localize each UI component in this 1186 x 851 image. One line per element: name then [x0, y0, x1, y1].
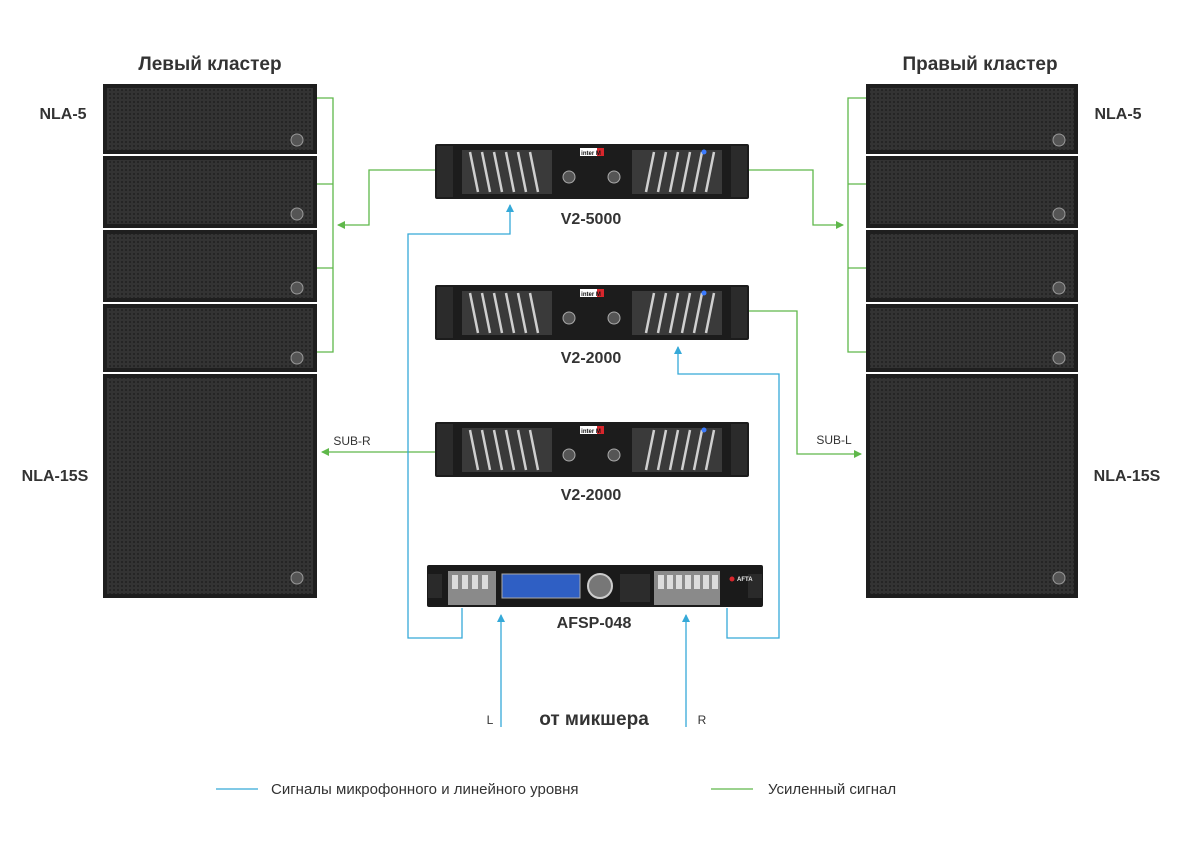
processor-brand-logo: AFTA: [737, 577, 753, 583]
right-nla5-cabinet-4: [866, 304, 1078, 372]
amp-gain-knob-icon: [562, 311, 576, 325]
legend-amplified-label: Усиленный сигнал: [768, 781, 896, 798]
amp-label-v2-2000-2: V2-2000: [561, 487, 622, 504]
amp-brand-logo: inter M: [581, 429, 601, 435]
processor-display: [501, 573, 581, 599]
left-nla5-cabinet-1: [103, 84, 317, 154]
amp-label-v2-5000: V2-5000: [561, 211, 622, 228]
amp-gain-knob-icon: [562, 448, 576, 462]
amp-power-led-icon: [701, 427, 707, 433]
right-nla5-cabinet-2: [866, 156, 1078, 228]
amp-brand-logo: inter M: [581, 151, 601, 157]
legend: Сигналы микрофонного и линейного уровня …: [216, 781, 896, 798]
amp-gain-knob-icon: [607, 448, 621, 462]
left-nla5-logo-icon: [290, 281, 304, 295]
left-nla15s-subwoofer: [103, 374, 317, 598]
right-nla5-cabinet-3: [866, 230, 1078, 302]
mixer-left-channel-label: L: [487, 713, 494, 727]
amp-gain-knob-icon: [607, 170, 621, 184]
amp-power-led-icon: [701, 149, 707, 155]
right-cluster-title: Правый кластер: [902, 54, 1057, 75]
amplifier-v2-5000: inter M: [435, 144, 749, 199]
left-nla5-cabinet-2: [103, 156, 317, 228]
sub-r-label: SUB-R: [333, 434, 371, 448]
right-speaker-stack: [866, 84, 1078, 598]
amp-gain-knob-icon: [607, 311, 621, 325]
right-nla5-logo-icon: [1052, 281, 1066, 295]
right-nla5-cabinet-1: [866, 84, 1078, 154]
line-level-wiring: [407, 204, 780, 727]
left-nla5-logo-icon: [290, 133, 304, 147]
processor-afsp-048: AFTA: [427, 565, 763, 607]
amplifier-v2-2000-1: inter M: [435, 285, 749, 340]
left-nla5-cabinet-4: [103, 304, 317, 372]
right-nla5-logo-icon: [1052, 133, 1066, 147]
left-speaker-stack: [103, 84, 317, 598]
left-nla5-label: NLA-5: [39, 106, 86, 123]
amplified-signal-wiring: [317, 97, 866, 458]
right-nla15s-subwoofer: [866, 374, 1078, 598]
left-cluster-title: Левый кластер: [138, 54, 281, 75]
left-nla5-cabinet-3: [103, 230, 317, 302]
mixer-right-channel-label: R: [698, 713, 707, 727]
processor-encoder-knob-icon: [587, 573, 613, 599]
right-nla15s-logo-icon: [1052, 571, 1066, 585]
amp-gain-knob-icon: [562, 170, 576, 184]
left-nla15s-label: NLA-15S: [22, 468, 89, 485]
left-nla15s-logo-icon: [290, 571, 304, 585]
left-nla5-logo-icon: [290, 351, 304, 365]
legend-line-level-label: Сигналы микрофонного и линейного уровня: [271, 781, 579, 798]
processor-label: AFSP-048: [557, 615, 632, 632]
right-nla5-logo-icon: [1052, 351, 1066, 365]
sub-l-label: SUB-L: [816, 433, 852, 447]
amp-label-v2-2000-1: V2-2000: [561, 350, 622, 367]
right-nla5-label: NLA-5: [1094, 106, 1141, 123]
mixer-label: от микшера: [539, 709, 649, 730]
right-nla5-logo-icon: [1052, 207, 1066, 221]
left-nla5-logo-icon: [290, 207, 304, 221]
amplifier-v2-2000-2: inter M: [435, 422, 749, 477]
amp-brand-logo: inter M: [581, 292, 601, 298]
amp-power-led-icon: [701, 290, 707, 296]
right-nla15s-label: NLA-15S: [1094, 468, 1161, 485]
